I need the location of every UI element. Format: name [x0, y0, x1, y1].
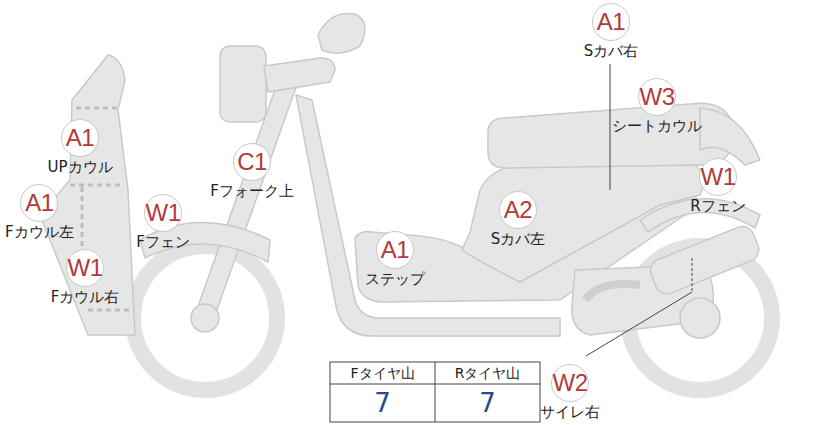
- table-value: 7: [436, 385, 539, 421]
- part-name: サイレ右: [538, 403, 602, 421]
- rear-hub: [680, 298, 720, 338]
- damage-code: W1: [144, 194, 182, 232]
- part-name: Fカウル左: [3, 223, 76, 241]
- part-name: ステップ: [363, 270, 427, 288]
- panel-joint: [88, 309, 134, 312]
- panel-joint: [81, 187, 84, 250]
- damage-code: A2: [499, 191, 537, 229]
- damage-callout: A1UPカウル: [45, 119, 114, 176]
- damage-callout: W2サイレ右: [538, 364, 602, 421]
- front-hub: [191, 304, 219, 332]
- tread-table: [330, 362, 540, 422]
- damage-code: A1: [376, 231, 414, 269]
- seat: [488, 103, 730, 168]
- damage-callout: A1Fカウル左: [3, 184, 76, 241]
- seat-cowl: [700, 108, 760, 165]
- leader-line: [610, 64, 611, 190]
- table-header: Fタイヤ山: [331, 363, 434, 384]
- part-name: Fカウル右: [49, 288, 122, 306]
- leader-line: [586, 292, 692, 356]
- part-name: Rフェン: [688, 197, 747, 215]
- damage-code: A1: [20, 184, 58, 222]
- muffler: [647, 223, 762, 298]
- leader-line: [692, 258, 693, 292]
- panel-joint: [70, 184, 124, 187]
- damage-code: A1: [61, 119, 99, 157]
- damage-code: W1: [699, 158, 737, 196]
- damage-callout: W3シートカウル: [610, 78, 704, 135]
- damage-code: C1: [233, 143, 271, 181]
- mirror: [318, 13, 365, 53]
- front-wheel: [133, 246, 277, 390]
- table-header: Rタイヤ山: [436, 363, 539, 384]
- damage-callout: C1Fフォーク上: [208, 143, 296, 200]
- table-rule: [435, 362, 436, 422]
- damage-callout: A1Sカバ右: [582, 3, 641, 60]
- exhaust-pipe: [585, 284, 640, 300]
- part-name: Fフェン: [134, 233, 192, 251]
- damage-code: W3: [638, 78, 676, 116]
- part-name: Sカバ左: [489, 230, 548, 248]
- part-name: Sカバ右: [582, 42, 641, 60]
- damage-callout: W1Fカウル右: [49, 249, 122, 306]
- damage-callout: W1Rフェン: [688, 158, 747, 215]
- table-value: 7: [331, 385, 434, 421]
- damage-callout: W1Fフェン: [134, 194, 192, 251]
- part-name: シートカウル: [610, 117, 704, 135]
- damage-code: W1: [66, 249, 104, 287]
- part-name: UPカウル: [45, 158, 114, 176]
- handlebar: [264, 58, 335, 92]
- headlight: [220, 46, 266, 122]
- damage-code: A1: [592, 3, 630, 41]
- damage-callout: A2Sカバ左: [489, 191, 548, 248]
- panel-joint: [76, 107, 118, 110]
- damage-callout: A1ステップ: [363, 231, 427, 288]
- part-name: Fフォーク上: [208, 182, 296, 200]
- damage-code: W2: [551, 364, 589, 402]
